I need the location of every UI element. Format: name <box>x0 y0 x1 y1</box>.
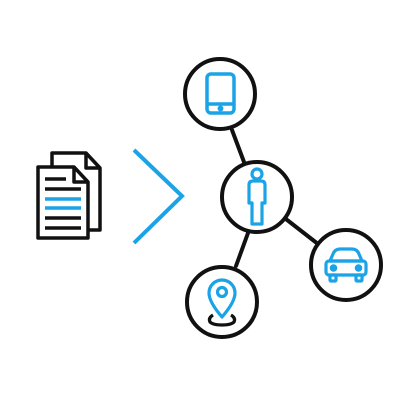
connector-person-phone <box>230 128 246 164</box>
person-icon <box>247 167 267 226</box>
connector-person-location <box>234 231 250 268</box>
documents-icon <box>36 151 102 240</box>
smartphone-icon <box>205 72 236 115</box>
location-pin-icon <box>207 278 237 327</box>
connector-person-car <box>280 214 320 246</box>
chevron-right-icon <box>132 148 185 245</box>
car-node <box>309 228 383 302</box>
phone-node <box>183 57 257 131</box>
connector-lines <box>230 128 320 268</box>
location-node <box>185 265 259 339</box>
car-icon <box>324 247 368 283</box>
person-node <box>220 160 294 234</box>
